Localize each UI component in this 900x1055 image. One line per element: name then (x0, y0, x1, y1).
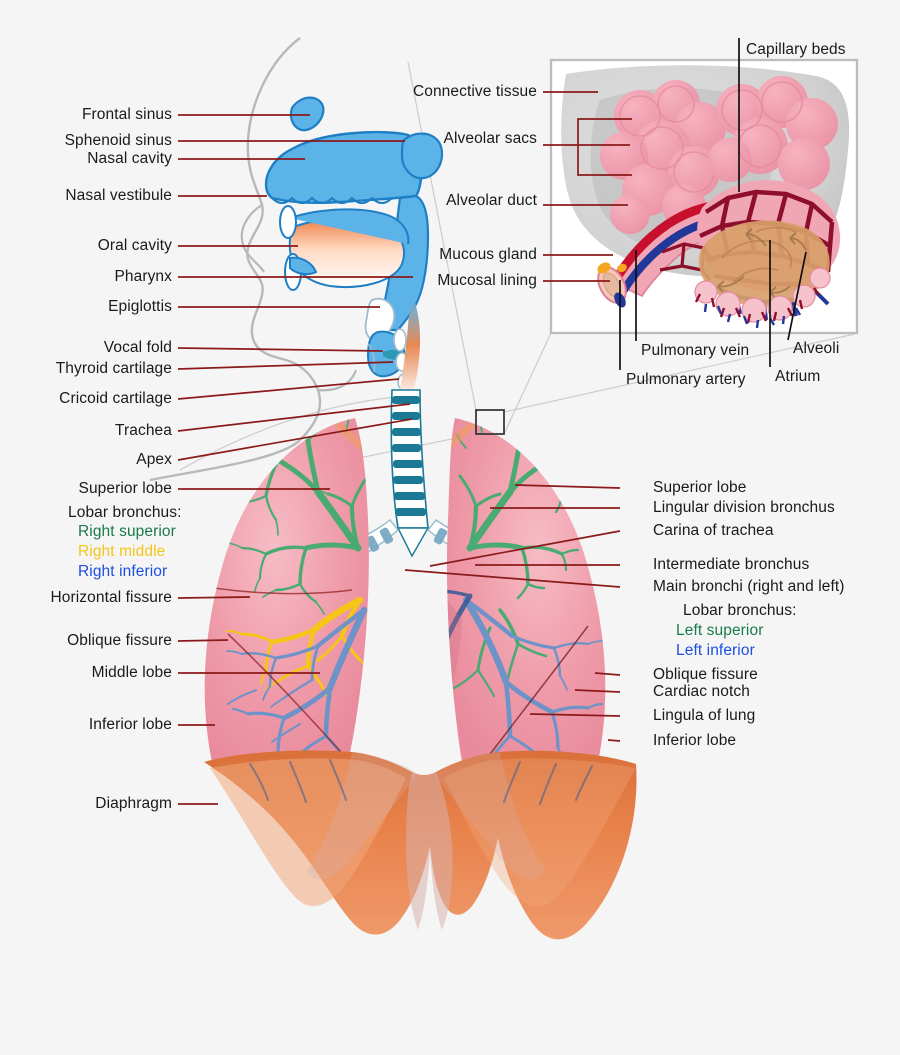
label-intermediate-bronchus: Intermediate bronchus (653, 556, 810, 573)
alveolar-sacs-bracket-upper (577, 118, 632, 145)
inset-label-mucous-gland: Mucous gland (439, 246, 537, 263)
label-lingula-of-lung: Lingula of lung (653, 707, 756, 724)
label-inferior-lobe: Inferior lobe (653, 732, 737, 749)
label-thyroid-cartilage: Thyroid cartilage (55, 360, 172, 377)
inset-label-alveoli: Alveoli (793, 340, 840, 357)
label-oral-cavity: Oral cavity (97, 237, 172, 254)
zoom-region-marker (475, 409, 505, 435)
label-epiglottis: Epiglottis (108, 298, 172, 315)
inset-leader-alveoli (787, 251, 807, 341)
label-pharynx: Pharynx (114, 268, 172, 285)
label-inferior-lobe: Inferior lobe (88, 716, 172, 733)
label-diaphragm: Diaphragm (95, 795, 172, 812)
head-airway-illustration (149, 37, 444, 482)
leader-oblique-fissure (177, 639, 229, 642)
leader-carina-of-trachea (429, 530, 621, 567)
inset-label-pulmonary-vein: Pulmonary vein (641, 342, 750, 359)
leader-vocal-fold (177, 347, 384, 352)
leader-oblique-fissure (594, 672, 621, 676)
leader-horizontal-fissure (177, 596, 251, 599)
label-horizontal-fissure: Horizontal fissure (50, 589, 172, 606)
label-vocal-fold: Vocal fold (103, 339, 172, 356)
leader-trachea (177, 403, 411, 432)
leader-main-bronchi-right-and-left- (404, 569, 621, 588)
label-oblique-fissure: Oblique fissure (67, 632, 172, 649)
diaphragm (204, 750, 637, 940)
lobar-legend-item-left-superior: Left superior (676, 622, 764, 639)
leader-apex (177, 418, 413, 461)
label-nasal-cavity: Nasal cavity (87, 150, 172, 167)
alveoli-interior (694, 220, 831, 329)
label-apex: Apex (136, 451, 172, 468)
label-middle-lobe: Middle lobe (91, 664, 172, 681)
label-main-bronchi-right-and-left-: Main bronchi (right and left) (653, 578, 845, 595)
inset-label-connective-tissue: Connective tissue (412, 83, 537, 100)
leader-cricoid-cartilage (177, 378, 400, 400)
right-lung (204, 418, 369, 762)
label-superior-lobe: Superior lobe (653, 479, 747, 496)
lobar-legend-item-right-superior: Right superior (78, 523, 176, 540)
label-lingular-division-bronchus: Lingular division bronchus (653, 499, 835, 516)
leader-cardiac-notch (574, 689, 621, 693)
label-sphenoid-sinus: Sphenoid sinus (64, 132, 172, 149)
lobar-legend-item-right-inferior: Right inferior (78, 563, 168, 580)
alveolar-sacs-bracket-lower (577, 145, 632, 176)
inset-label-alveolar-sacs: Alveolar sacs (443, 130, 537, 147)
leader-inferior-lobe (607, 739, 621, 742)
lobar-legend-item-right-middle: Right middle (78, 543, 166, 560)
inset-label-capillary-beds: Capillary beds (746, 41, 846, 58)
label-oblique-fissure: Oblique fissure (653, 666, 758, 683)
label-nasal-vestibule: Nasal vestibule (65, 187, 172, 204)
lobar-legend-header: Lobar bronchus: (683, 602, 797, 619)
label-cardiac-notch: Cardiac notch (653, 683, 750, 700)
lobar-legend-header: Lobar bronchus: (68, 504, 182, 521)
label-carina-of-trachea: Carina of trachea (653, 522, 774, 539)
leader-superior-lobe (514, 484, 621, 489)
trachea-cartilage-rings (392, 396, 426, 516)
alveolar-sac-right (708, 76, 838, 190)
leader-lingula-of-lung (529, 713, 621, 717)
inset-label-mucosal-lining: Mucosal lining (437, 272, 537, 289)
inset-label-pulmonary-artery: Pulmonary artery (626, 371, 746, 388)
label-trachea: Trachea (115, 422, 172, 439)
lobar-legend-item-left-inferior: Left inferior (676, 642, 755, 659)
leader-thyroid-cartilage (177, 361, 394, 370)
inset-label-atrium: Atrium (775, 368, 821, 385)
label-superior-lobe: Superior lobe (78, 480, 172, 497)
label-frontal-sinus: Frontal sinus (81, 106, 172, 123)
label-cricoid-cartilage: Cricoid cartilage (59, 390, 172, 407)
inset-label-alveolar-duct: Alveolar duct (446, 192, 537, 209)
